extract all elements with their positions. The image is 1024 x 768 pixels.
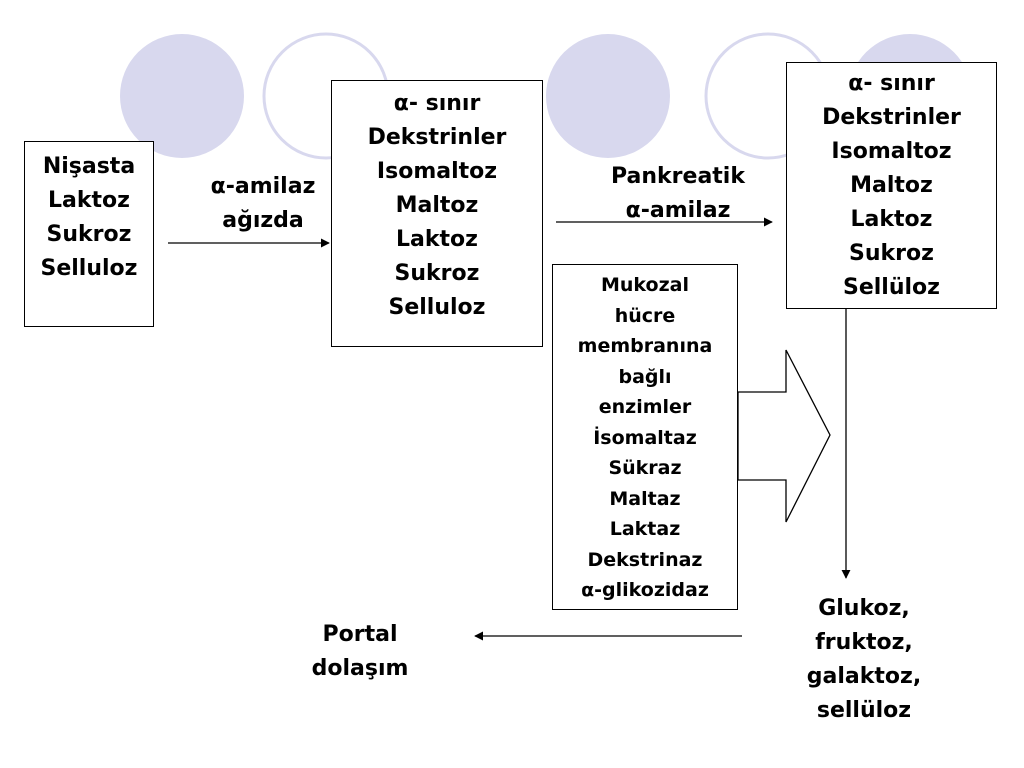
mid-item: Isomaltoz bbox=[376, 159, 498, 184]
portal-line: dolaşım bbox=[311, 656, 409, 681]
source-item: Selluloz bbox=[40, 256, 138, 281]
mid-item: Selluloz bbox=[388, 295, 486, 320]
step1-line: ağızda bbox=[222, 208, 304, 233]
source-item: Nişasta bbox=[42, 154, 136, 179]
enzyme-item: α-glikozidaz bbox=[581, 579, 709, 601]
enzyme-item: İsomaltaz bbox=[593, 426, 697, 449]
filled-circle-2 bbox=[546, 34, 670, 158]
enzyme-item: hücre bbox=[614, 304, 676, 327]
source-item: Sukroz bbox=[46, 222, 132, 247]
right-item: Maltoz bbox=[850, 173, 933, 198]
enzyme-item: Dekstrinaz bbox=[587, 548, 703, 571]
mid-item: α- sınır bbox=[393, 91, 481, 116]
block-arrow bbox=[737, 349, 831, 523]
product-line: galaktoz, bbox=[806, 664, 922, 689]
right-item: Sukroz bbox=[849, 241, 934, 266]
mid-item: Laktoz bbox=[396, 227, 478, 252]
enzyme-item: Laktaz bbox=[609, 518, 681, 540]
right-item: Dekstrinler bbox=[822, 105, 961, 130]
enzyme-item: enzimler bbox=[598, 396, 692, 418]
product-line: Glukoz, bbox=[818, 596, 910, 621]
product-line: sellüloz bbox=[816, 698, 912, 723]
enzyme-item: Sükraz bbox=[608, 457, 682, 479]
monosaccharides-label: Glukoz, fruktoz, galaktoz, sellüloz bbox=[774, 592, 954, 728]
step2-line: α-amilaz bbox=[625, 198, 731, 223]
right-item: α- sınır bbox=[848, 71, 935, 96]
filled-circle-1 bbox=[120, 34, 244, 158]
mid-item: Dekstrinler bbox=[367, 125, 507, 150]
mid-item: Maltoz bbox=[395, 193, 479, 218]
pancreatic-products-box: α- sınır Dekstrinler Isomaltoz Maltoz La… bbox=[786, 62, 997, 309]
enzyme-item: Mukozal bbox=[600, 274, 689, 296]
source-item: Laktoz bbox=[48, 188, 130, 213]
product-line: fruktoz, bbox=[815, 630, 913, 655]
enzyme-item: Maltaz bbox=[609, 487, 681, 510]
step2-line: Pankreatik bbox=[611, 164, 745, 189]
step1-label: α-amilaz ağızda bbox=[188, 170, 338, 238]
right-item: Laktoz bbox=[850, 207, 933, 232]
portal-circulation-label: Portal dolaşım bbox=[290, 618, 430, 686]
mucosal-enzymes-box: Mukozal hücre membranına bağlı enzimler … bbox=[552, 264, 738, 610]
enzyme-item: membranına bbox=[577, 335, 713, 357]
source-box: Nişasta Laktoz Sukroz Selluloz bbox=[24, 141, 154, 327]
right-item: Isomaltoz bbox=[831, 139, 952, 164]
enzyme-item: bağlı bbox=[618, 365, 672, 388]
step1-line: α-amilaz bbox=[210, 174, 316, 199]
mid-item: Sukroz bbox=[394, 261, 480, 286]
alpha-limit-dextrins-box: α- sınır Dekstrinler Isomaltoz Maltoz La… bbox=[331, 80, 543, 347]
portal-line: Portal bbox=[322, 622, 398, 647]
right-item: Sellüloz bbox=[843, 275, 940, 300]
step2-label: Pankreatik α-amilaz bbox=[588, 160, 768, 228]
